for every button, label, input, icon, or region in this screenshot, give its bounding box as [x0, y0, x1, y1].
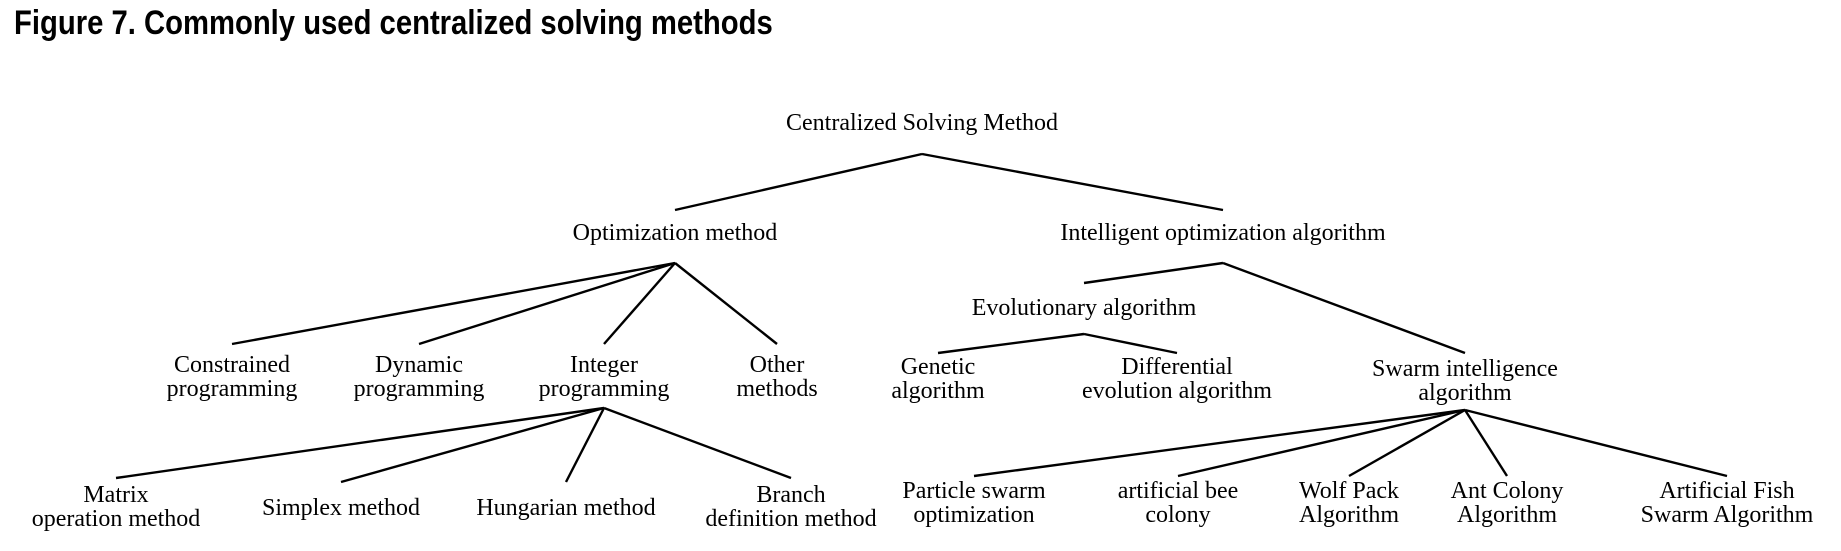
node-differential-line-2: evolution algorithm [1082, 378, 1272, 404]
node-constrained-line-1: Constrained [174, 352, 290, 378]
node-wolf-line-2: Algorithm [1299, 502, 1399, 528]
edge-optimization-to-integer [603, 262, 676, 345]
node-hungarian: Hungarian method [476, 495, 655, 521]
node-integer-line-2: programming [539, 376, 670, 402]
node-root-line-1: Centralized Solving Method [786, 110, 1058, 136]
edges-layer [115, 152, 1728, 484]
node-constrained-line-2: programming [167, 376, 298, 402]
node-hungarian-line-1: Hungarian method [476, 495, 655, 521]
node-integer-line-1: Integer [570, 352, 638, 378]
node-intelligent-line-1: Intelligent optimization algorithm [1060, 220, 1386, 246]
node-pso-line-2: optimization [913, 502, 1034, 528]
edge-swarm-to-pso [973, 408, 1466, 478]
node-simplex-line-1: Simplex method [262, 495, 420, 521]
edge-swarm-to-wolf [1348, 408, 1466, 478]
node-genetic-line-2: algorithm [891, 378, 985, 404]
edge-integer-to-simplex [340, 406, 605, 484]
node-other-line-1: Other [750, 352, 805, 378]
node-optimization-line-1: Optimization method [573, 220, 778, 246]
node-pso-line-1: Particle swarm [902, 478, 1046, 504]
node-dynamic-line-1: Dynamic [375, 352, 463, 378]
node-fish-line-2: Swarm Algorithm [1641, 502, 1814, 528]
node-bee-line-1: artificial bee [1118, 478, 1239, 504]
node-root: Centralized Solving Method [786, 110, 1058, 136]
node-ant-line-2: Algorithm [1457, 502, 1557, 528]
node-wolf-line-1: Wolf Pack [1299, 478, 1399, 504]
edge-evolutionary-to-differential [1083, 332, 1178, 355]
node-matrix-line-1: Matrix [83, 482, 148, 508]
node-intelligent: Intelligent optimization algorithm [1060, 220, 1386, 246]
edge-root-to-optimization [674, 152, 923, 212]
edge-swarm-to-bee [1177, 408, 1466, 478]
node-simplex: Simplex method [262, 495, 420, 521]
node-evolutionary-line-1: Evolutionary algorithm [972, 295, 1197, 321]
edge-intelligent-to-evolutionary [1083, 261, 1224, 285]
edge-optimization-to-other [674, 262, 778, 345]
edge-optimization-to-constrained [231, 261, 676, 346]
node-genetic-line-1: Genetic [901, 354, 976, 380]
node-optimization: Optimization method [573, 220, 778, 246]
node-swarm-line-2: algorithm [1418, 380, 1512, 406]
edge-optimization-to-dynamic [418, 261, 676, 346]
edge-intelligent-to-swarm [1222, 261, 1466, 355]
edge-integer-to-hungarian [564, 407, 606, 483]
node-ant-line-1: Ant Colony [1451, 478, 1564, 504]
edge-integer-to-branch [603, 406, 792, 480]
edge-swarm-to-fish [1464, 408, 1728, 478]
node-evolutionary: Evolutionary algorithm [972, 295, 1197, 321]
edge-swarm-to-ant [1463, 409, 1509, 477]
edge-integer-to-matrix [115, 406, 605, 480]
node-fish-line-1: Artificial Fish [1659, 478, 1794, 504]
node-dynamic-line-2: programming [354, 376, 485, 402]
node-bee-line-2: colony [1145, 502, 1210, 528]
node-swarm-line-1: Swarm intelligence [1372, 356, 1558, 382]
edge-root-to-intelligent [921, 152, 1224, 212]
node-branch-line-2: definition method [705, 506, 876, 532]
node-other-line-2: methods [736, 376, 817, 402]
node-differential-line-1: Differential [1121, 354, 1233, 380]
figure-title: Figure 7. Commonly used centralized solv… [14, 4, 773, 42]
node-branch-line-1: Branch [756, 482, 825, 508]
node-matrix-line-2: operation method [32, 506, 201, 532]
edge-evolutionary-to-genetic [937, 332, 1085, 355]
